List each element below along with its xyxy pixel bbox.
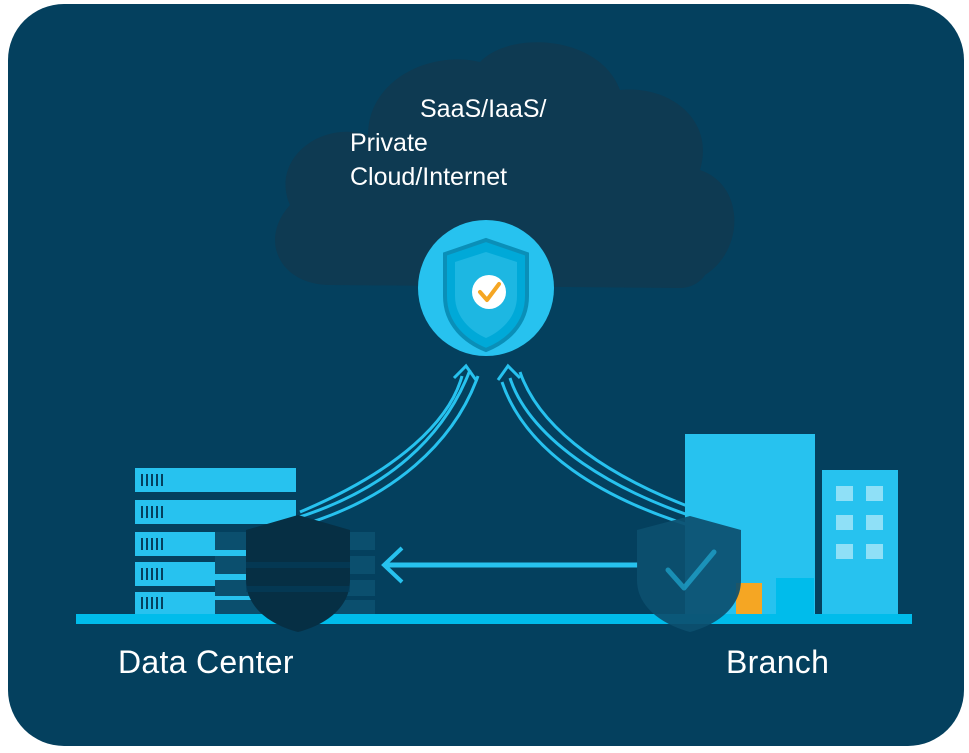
branch-to-cloud-arrows	[496, 363, 721, 532]
cloud-label-line-2: Private	[350, 129, 428, 157]
data-center-shield-icon	[246, 515, 350, 632]
ground-line	[76, 614, 912, 624]
data-center-label: Data Center	[118, 644, 294, 680]
branch-label: Branch	[726, 644, 830, 680]
cloud-label-line-1: SaaS/IaaS/	[420, 95, 547, 123]
branch-shield-icon	[637, 516, 741, 632]
dc-to-cloud-arrows	[289, 363, 480, 530]
cloud-label: SaaS/IaaS/ Private Cloud/Internet	[350, 92, 610, 194]
cloud-security-badge	[418, 220, 554, 356]
cloud-label-line-3: Cloud/Internet	[350, 163, 508, 191]
branch-to-dc-arrow	[381, 546, 638, 584]
cloud-icon	[275, 42, 735, 288]
